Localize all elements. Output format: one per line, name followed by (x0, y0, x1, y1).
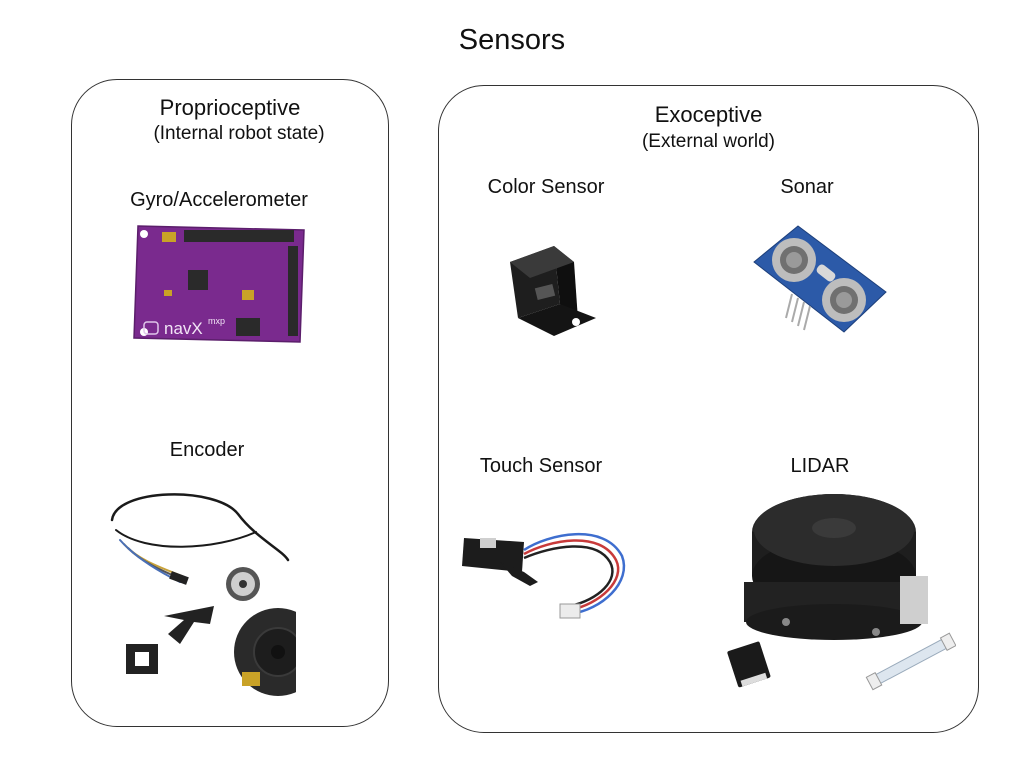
lidar-icon (726, 490, 956, 695)
encoder-label: Encoder (169, 439, 245, 461)
proprioceptive-heading: Proprioceptive (159, 95, 301, 120)
proprioceptive-panel (71, 79, 389, 727)
touch-sensor-label: Touch Sensor (479, 455, 603, 477)
proprioceptive-subheading: (Internal robot state) (153, 123, 325, 144)
color-sensor-icon (496, 232, 596, 337)
exoceptive-panel (438, 85, 979, 733)
exoceptive-subheading: (External world) (641, 131, 776, 152)
encoder-kit-icon (106, 484, 296, 699)
board-brand-sup: mxp (208, 316, 225, 326)
exoceptive-heading: Exoceptive (654, 102, 763, 127)
color-sensor-label: Color Sensor (487, 176, 605, 198)
sonar-label: Sonar (780, 176, 834, 198)
sonar-icon (752, 222, 887, 352)
touch-sensor-icon (460, 520, 630, 630)
lidar-label: LIDAR (790, 455, 850, 477)
board-brand-text: navX (164, 319, 203, 338)
gyro-accelerometer-label: Gyro/Accelerometer (130, 189, 308, 211)
navx-board-icon: navX mxp (124, 220, 314, 380)
page-title: Sensors (458, 24, 566, 56)
